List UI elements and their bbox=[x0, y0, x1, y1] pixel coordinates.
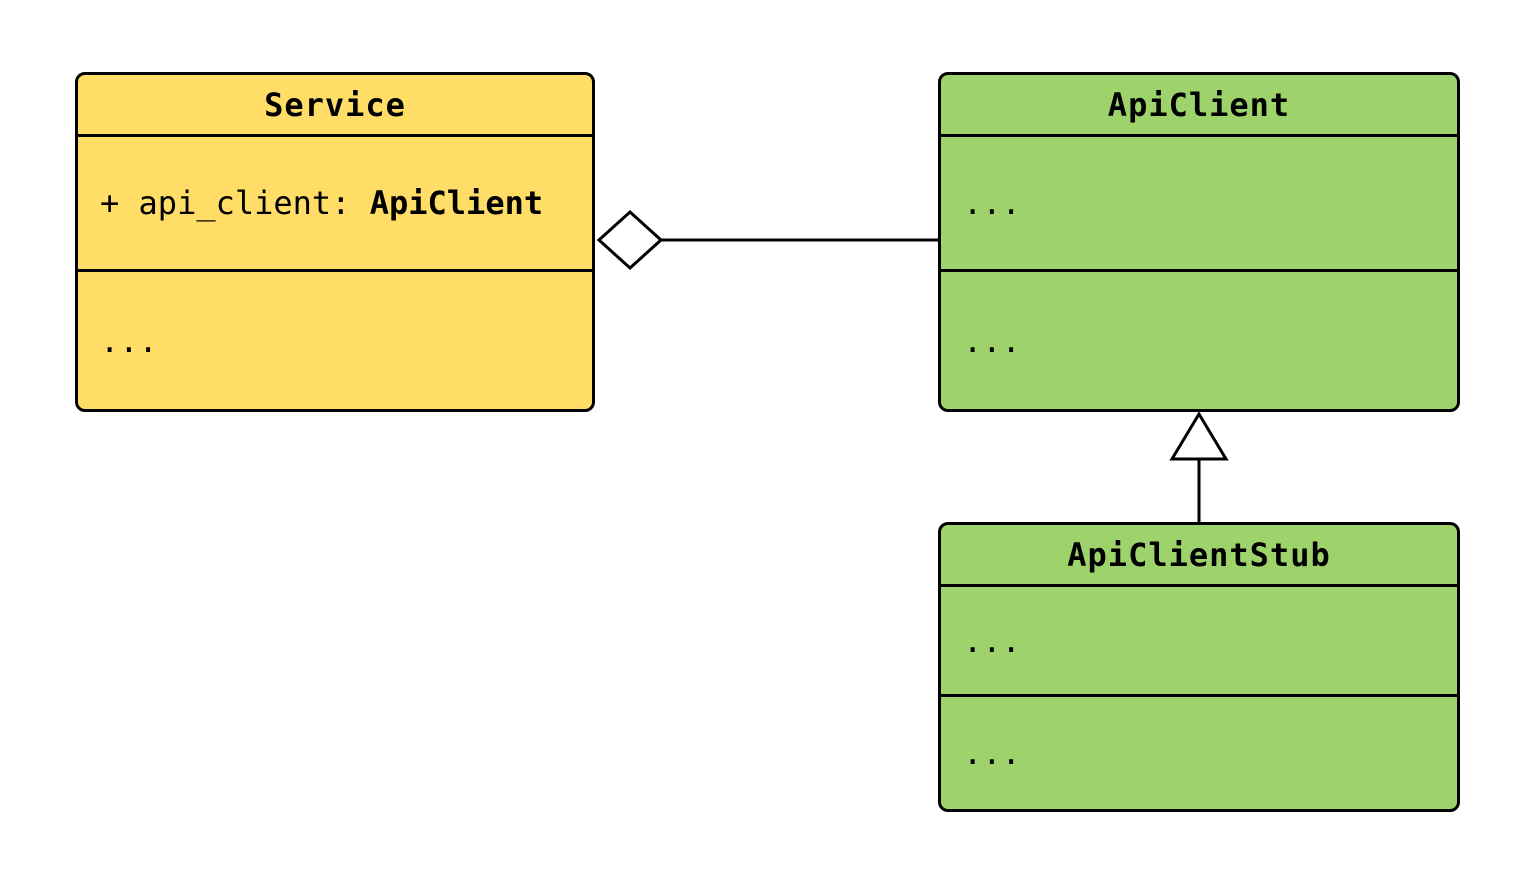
aggregation-diamond-icon bbox=[596, 209, 664, 271]
class-service-title: Service bbox=[78, 75, 592, 137]
api-client-attributes-placeholder: ... bbox=[963, 184, 1021, 222]
class-api-client-title: ApiClient bbox=[941, 75, 1457, 137]
api-client-stub-methods-placeholder: ... bbox=[963, 734, 1021, 772]
class-api-client-stub-methods-section: ... bbox=[941, 697, 1457, 809]
class-service-methods-section: ... bbox=[78, 272, 592, 409]
inheritance-triangle-icon bbox=[1169, 411, 1229, 461]
class-api-client-methods-section: ... bbox=[941, 272, 1457, 409]
class-service-attributes-section: + api_client: ApiClient bbox=[78, 137, 592, 272]
class-api-client-stub-title: ApiClientStub bbox=[941, 525, 1457, 587]
api-client-methods-placeholder: ... bbox=[963, 321, 1021, 360]
class-api-client-stub: ApiClientStub ... ... bbox=[938, 522, 1460, 812]
service-attribute-prefix: + api_client: bbox=[100, 184, 370, 222]
service-attribute-api-client: + api_client: ApiClient bbox=[100, 184, 543, 222]
service-methods-placeholder: ... bbox=[100, 321, 158, 360]
class-api-client: ApiClient ... ... bbox=[938, 72, 1460, 412]
service-attribute-type: ApiClient bbox=[369, 184, 544, 222]
class-service: Service + api_client: ApiClient ... bbox=[75, 72, 595, 412]
class-api-client-stub-attributes-section: ... bbox=[941, 587, 1457, 697]
class-api-client-attributes-section: ... bbox=[941, 137, 1457, 272]
api-client-stub-attributes-placeholder: ... bbox=[963, 621, 1021, 660]
